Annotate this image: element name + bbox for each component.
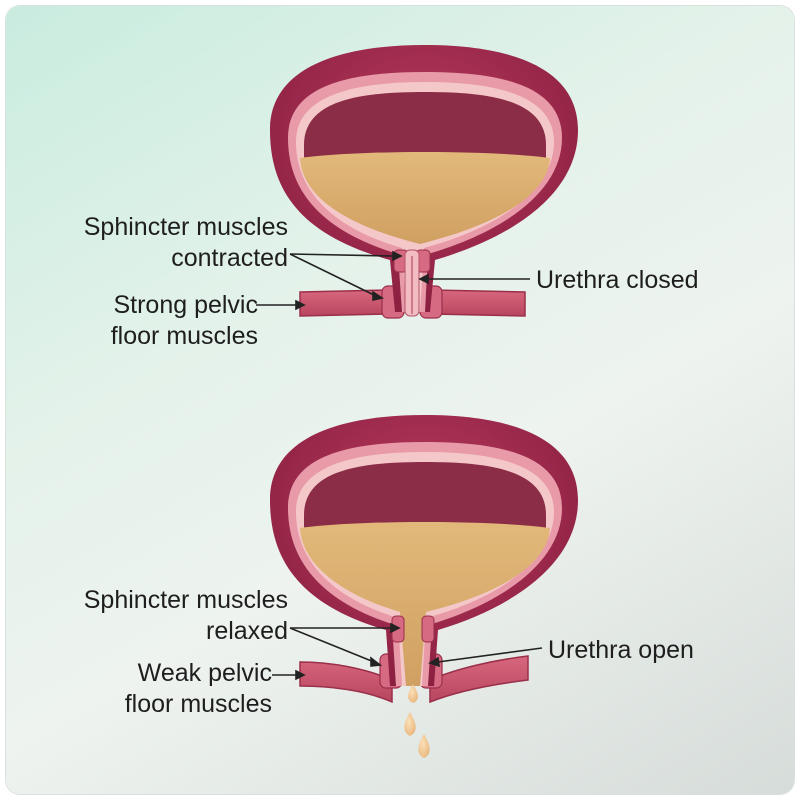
label-weak-pelvic: Weak pelvic floor muscles [36,658,272,720]
sphincter-relaxed-line1: Sphincter muscles [83,586,288,614]
label-sphincter-contracted: Sphincter muscles contracted [36,212,288,274]
bladder-cavity-open [304,462,546,528]
label-sphincter-relaxed: Sphincter muscles relaxed [26,585,288,647]
sphincter-relaxed-line2: relaxed [206,617,288,645]
label-urethra-closed: Urethra closed [536,266,699,294]
pelvic-floor-muscle-weak [299,655,529,704]
diagram-frame: Sphincter muscles contracted Urethra clo… [6,6,794,794]
leader-lines-bottom [272,622,543,681]
urine-droplet-2 [404,712,416,736]
sphincter-contracted-line2: contracted [171,244,288,272]
urine-droplet-3 [418,734,430,758]
urine-open [300,522,550,686]
strong-pelvic-line1: Strong pelvic [113,291,258,319]
weak-pelvic-line2: floor muscles [124,690,272,718]
urine-droplet-1 [408,684,418,703]
label-urethra-open: Urethra open [548,636,694,664]
bladder-closed [270,45,578,319]
bladder-illustration [256,45,578,758]
leader-lines-top [256,250,530,311]
strong-pelvic-line2: floor muscles [110,322,258,350]
weak-pelvic-line1: Weak pelvic [137,659,272,687]
sphincter-relaxed-right [421,615,435,643]
urine-closed [300,152,550,244]
sphincter-contracted-line1: Sphincter muscles [83,213,288,241]
label-strong-pelvic: Strong pelvic floor muscles [36,290,258,352]
bladder-cavity [304,92,546,158]
bladder-open [270,415,578,758]
